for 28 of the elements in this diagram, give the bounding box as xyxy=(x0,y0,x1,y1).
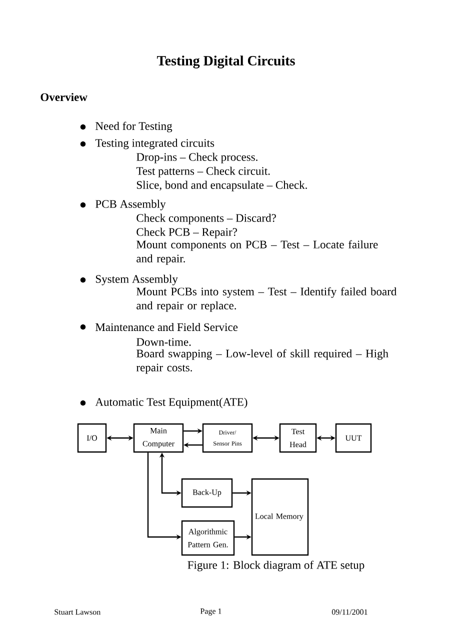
list-item: Check components – Discard? xyxy=(136,214,276,224)
list-item: Need for Testing xyxy=(96,122,172,132)
list-item: Automatic Test Equipment(ATE) xyxy=(95,398,248,408)
list-item: Check PCB – Repair? xyxy=(136,228,237,238)
list-item: System Assembly xyxy=(96,274,178,286)
section-heading: Overview xyxy=(40,92,88,102)
list-item: Mount PCBs into system – Test – Identify failed board and repair or replace. xyxy=(136,287,397,312)
list-item: Test patterns – Check circuit. xyxy=(136,166,270,178)
footer-text: 09/11/2001 xyxy=(332,609,368,615)
block-box: Algorithmic Pattern Gen. xyxy=(181,520,235,556)
block-box: UUT xyxy=(335,423,372,453)
list-item: Down-time. xyxy=(136,338,191,346)
list-item: Board swapping – Low-level of skill required – High repair costs. xyxy=(136,349,388,374)
block-box: Test Head xyxy=(279,423,317,453)
footer-text: Stuart Lawson xyxy=(54,609,100,615)
block-box: Back-Up xyxy=(181,478,233,508)
figure-caption: Figure 1: Block diagram of ATE setup xyxy=(188,560,364,572)
list-item: Slice, bond and encapsulate – Check. xyxy=(136,180,307,192)
block-box: Main Computer xyxy=(133,423,184,453)
list-item: PCB Assembly xyxy=(96,200,166,210)
block-box: Local Memory xyxy=(251,478,309,556)
title: Testing Digital Circuits xyxy=(157,56,295,68)
list-item: Maintenance and Field Service xyxy=(96,322,238,332)
list-item: Drop-ins – Check process. xyxy=(136,152,258,164)
list-item: Testing integrated circuits xyxy=(95,138,214,150)
block-box: I/O xyxy=(77,423,107,453)
list-item: Mount components on PCB – Test – Locate failure and repair. xyxy=(136,240,378,265)
footer-text: Page 1 xyxy=(200,608,222,616)
